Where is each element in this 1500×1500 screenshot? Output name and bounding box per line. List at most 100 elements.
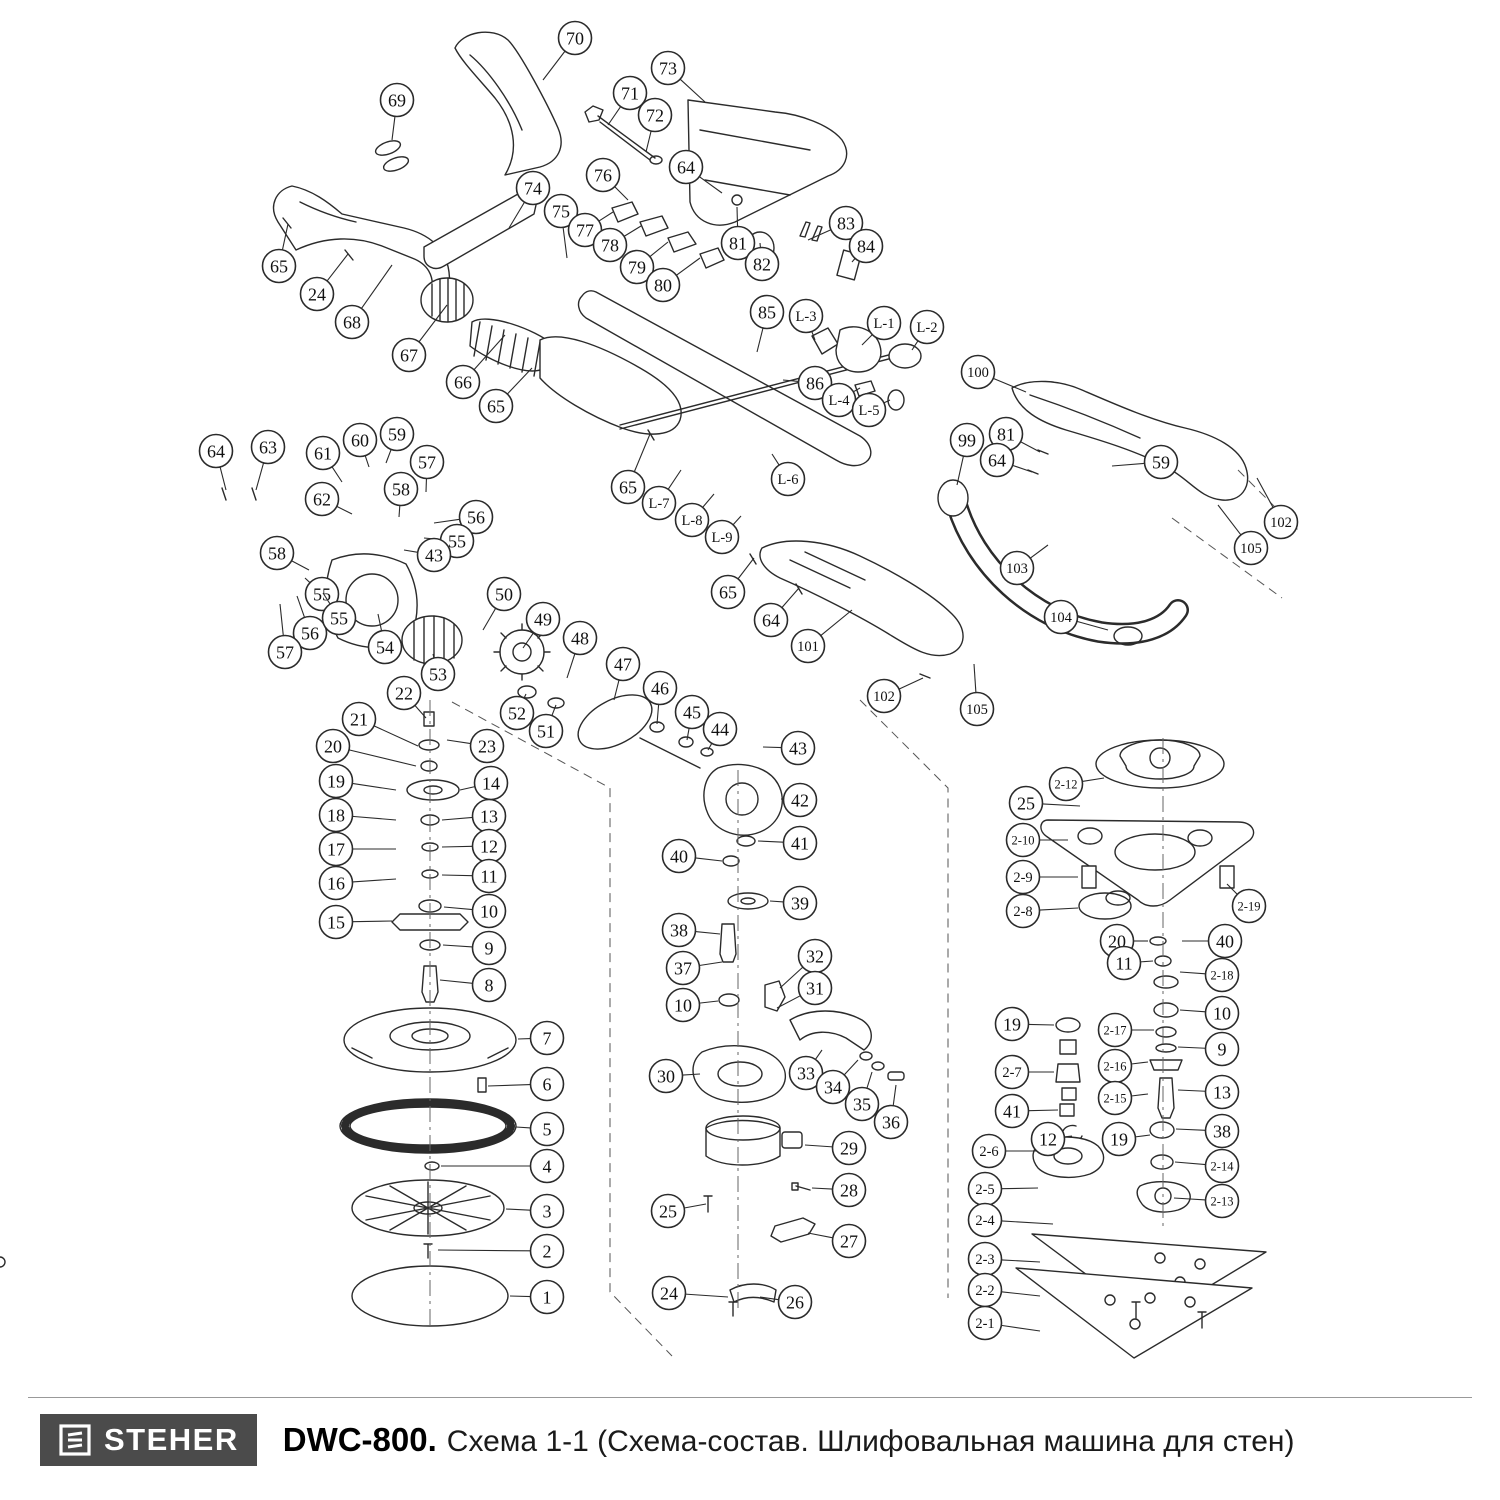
part-callout-17: 17 [318,831,396,867]
callout-number: 41 [791,833,809,853]
callout-circle [529,1233,565,1269]
callout-circle [1204,1113,1240,1149]
leader-line [542,50,566,81]
leader-line [973,663,977,693]
part-callout-12: 12 [441,828,507,864]
part-callout-43: 43 [403,537,452,573]
part-callout-86: 86 [782,365,833,401]
callout-number: 82 [753,254,771,274]
leader-line [352,878,397,883]
callout-number: L-2 [917,320,938,336]
part-callout-38: 38 [661,912,721,948]
callout-number: 79 [628,257,646,277]
leader-line [633,433,651,472]
part-callout-44: 44 [702,711,738,751]
callout-circle [788,1055,824,1091]
model-number: DWC-800. [282,1421,437,1458]
part-callout-69: 69 [379,82,415,141]
part-callout-55: 55 [321,592,357,636]
callout-number: 103 [1006,561,1028,577]
callout-circle [471,967,507,1003]
callout-number: 29 [840,1138,858,1158]
part-callout-2-4: 2-4 [967,1202,1054,1238]
callout-number: 65 [719,582,737,602]
leader-line [487,1084,531,1087]
leader-line [1175,1128,1206,1131]
leader-line [398,505,401,518]
callout-number: 10 [480,901,498,921]
part-callout-72: 72 [637,97,673,153]
callout-circle [528,713,564,749]
callout-circle [831,1130,867,1166]
part-callout-13: 13 [441,798,507,834]
part-callout-43: 43 [762,730,816,766]
callout-circle [782,885,818,921]
callout-circle [674,694,710,730]
part-callout-79: 79 [619,241,669,285]
leader-line [373,725,419,747]
callout-number: 56 [467,507,485,527]
part-callout-81: 81 [988,416,1041,453]
callout-number: 60 [351,430,369,450]
part-callout-77: 77 [567,211,614,248]
callout-circle [515,170,551,206]
brand-name: STEHER [104,1422,239,1457]
leader-line [281,223,289,250]
leader-line [551,704,557,716]
callout-number: 2-4 [975,1213,995,1229]
callout-number: 49 [534,609,552,629]
leader-line [1020,441,1041,453]
callout-circle [651,1275,687,1311]
callout-circle [318,904,354,940]
callout-circle [529,1279,565,1315]
callout-number: 30 [657,1066,675,1086]
leader-line [779,966,804,989]
callout-circle [1097,1080,1133,1116]
callout-number: 45 [683,702,701,722]
leader-line [304,577,311,584]
callout-circle [529,1148,565,1184]
part-callout-52: 52 [499,693,535,731]
callout-circle [341,701,377,737]
callout-number: 4 [543,1156,552,1176]
callout-number: 105 [966,702,988,718]
callout-number: 34 [824,1077,842,1097]
leader-line [1131,1093,1149,1097]
callout-circle [637,97,673,133]
callout-circle [960,354,996,390]
leader-line [685,1293,729,1298]
leader-line [403,549,418,553]
part-callout-67: 67 [391,304,448,373]
part-callout-2-10: 2-10 [1005,822,1068,858]
part-callout-46: 46 [642,670,678,725]
callout-number: 68 [343,312,361,332]
callout-circle [797,365,833,401]
leader-line [645,130,652,153]
part-callout-48: 48 [562,620,598,679]
callout-number: 2-15 [1104,1091,1127,1105]
part-callout-63: 63 [250,429,286,491]
leader-line [814,1049,823,1060]
callout-circle [318,865,354,901]
part-callout-29: 29 [804,1130,867,1166]
leader-line [695,857,723,862]
part-callout-2-9: 2-9 [1005,859,1078,895]
callout-number: 32 [806,946,824,966]
part-callout-60: 60 [342,422,378,468]
callout-number: L-9 [712,530,733,546]
callout-circle [831,1172,867,1208]
part-callout-105: 105 [1217,504,1269,566]
callout-circle [994,1093,1030,1129]
callout-circle [585,157,621,193]
callout-circle [702,711,738,747]
callout-number: 46 [651,678,669,698]
part-callout-58: 58 [383,471,419,518]
leader-line [993,377,1027,393]
part-callout-65: 65 [710,557,755,610]
leader-line [679,78,706,103]
callout-number: 9 [485,938,494,958]
leader-line [505,1208,531,1211]
leader-line [769,900,784,903]
leader-line [441,874,473,877]
callout-circle [999,550,1035,586]
